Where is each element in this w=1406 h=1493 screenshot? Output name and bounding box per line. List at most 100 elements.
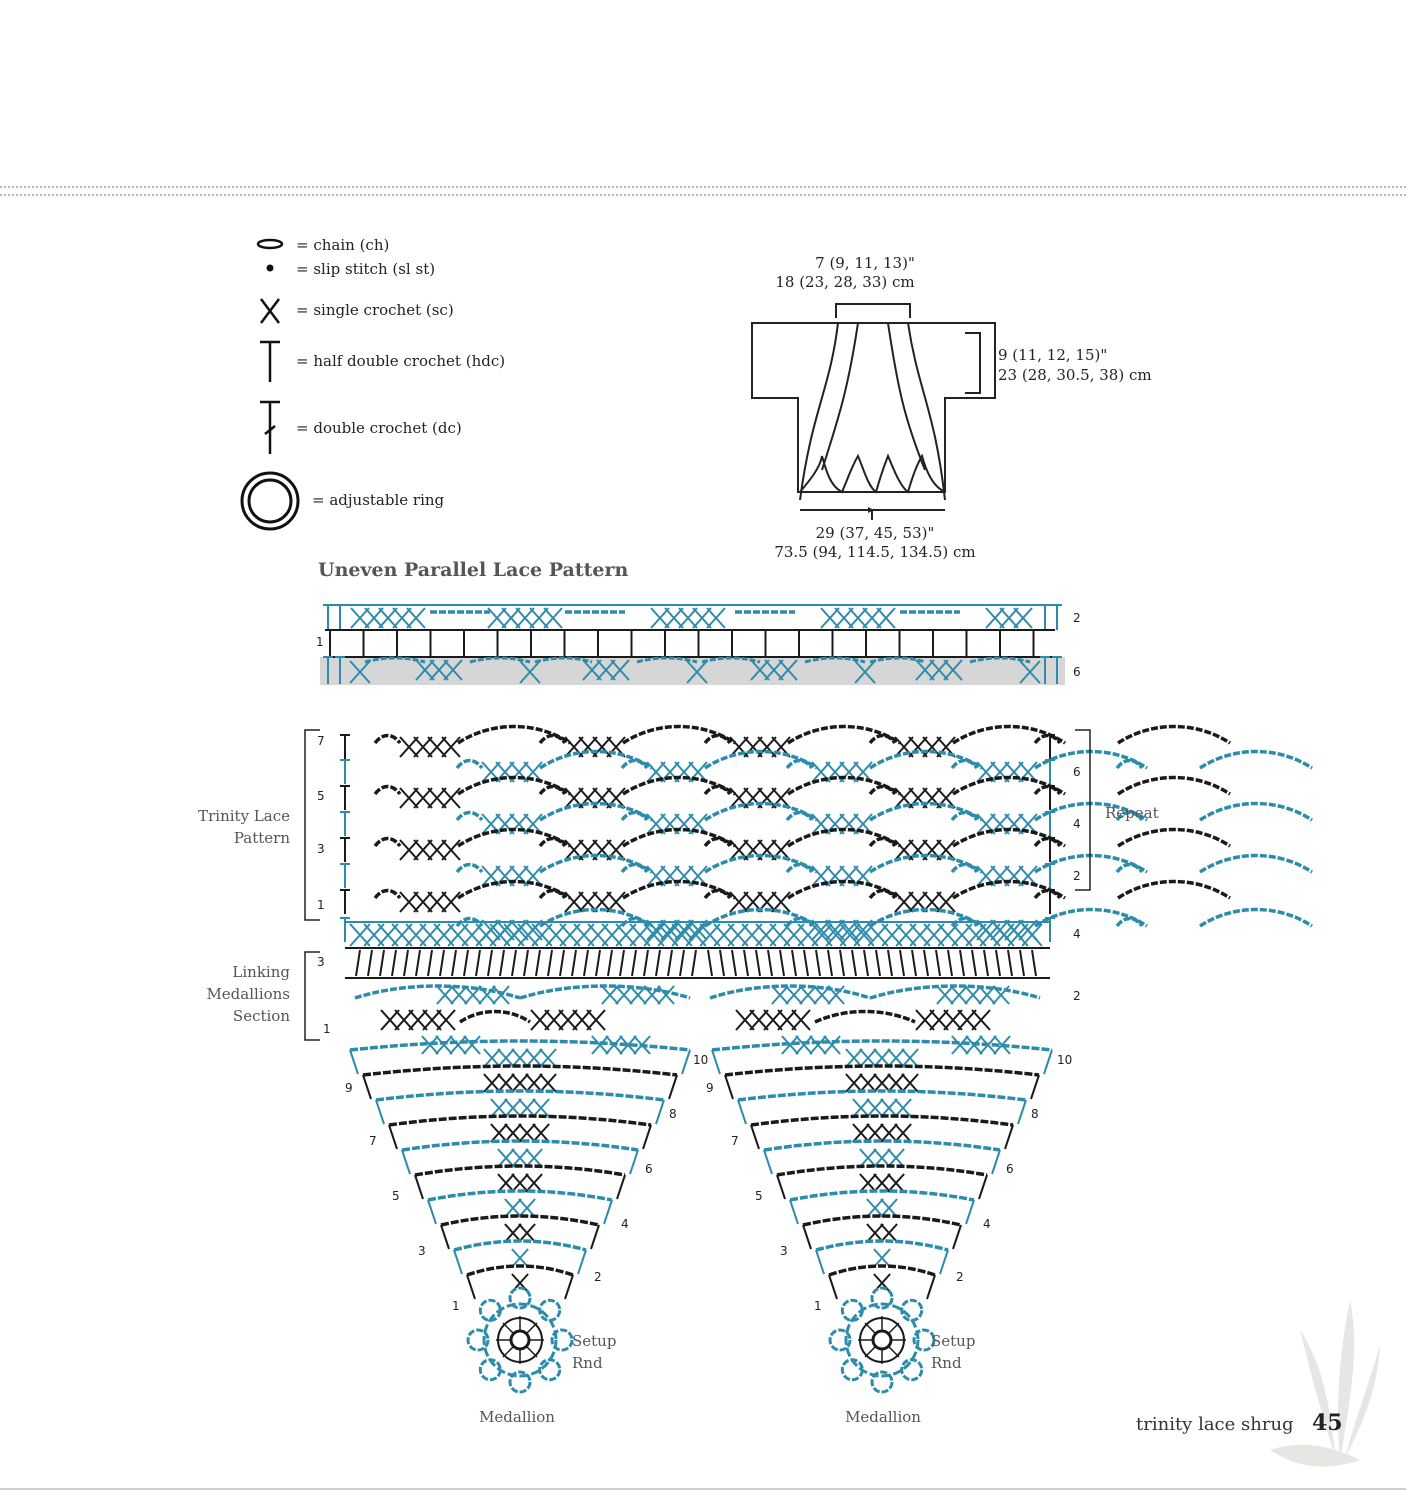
chain-arc — [455, 758, 484, 770]
medallion-row — [362, 1064, 678, 1077]
sc-stitch — [441, 736, 461, 758]
medallion-petal — [508, 1286, 532, 1310]
sc-stitch — [894, 1123, 912, 1143]
hdc-stitch — [887, 949, 893, 977]
sc-stitch — [845, 1073, 863, 1093]
chain-arc — [868, 836, 897, 848]
sc-stitch — [543, 607, 563, 629]
medallion-row — [466, 1264, 574, 1277]
hdc-stitch — [803, 949, 809, 977]
sc-stitch — [441, 839, 461, 861]
medallion-edge — [952, 1224, 962, 1250]
hdc-stitch — [475, 949, 481, 977]
sc-stitch — [518, 1123, 536, 1143]
medallion-row — [802, 1214, 962, 1227]
medallion-edge — [926, 1274, 936, 1300]
row-number: 7 — [369, 1134, 377, 1148]
sc-stitch — [436, 985, 454, 1005]
sc-stitch — [539, 1073, 557, 1093]
medallion-edge — [681, 1049, 691, 1075]
sc-stitch — [922, 736, 942, 758]
medallion-petal — [840, 1358, 864, 1382]
row-number: 1 — [452, 1299, 460, 1313]
sc-stitch — [929, 659, 949, 681]
sc-stitch — [591, 1035, 609, 1055]
sc-stitch — [427, 891, 447, 913]
sc-stitch — [999, 607, 1019, 629]
sc-stitch — [427, 736, 447, 758]
medallion-setup-ring — [844, 1302, 920, 1378]
sc-stitch — [859, 1173, 877, 1193]
hdc-stitch — [779, 949, 785, 977]
sc-stitch — [992, 985, 1010, 1005]
sc-stitch — [951, 1035, 969, 1055]
medallion-edge — [401, 1149, 411, 1175]
medallion-edge — [1043, 1049, 1053, 1075]
sc-stitch — [497, 1048, 515, 1068]
trinity-lace-label: Trinity Lace Pattern — [198, 807, 290, 847]
chain-arc — [950, 810, 979, 822]
sc-stitch — [504, 1098, 522, 1118]
sc-stitch — [887, 1048, 905, 1068]
chain-arc — [620, 758, 649, 770]
sc-stitch — [525, 1173, 543, 1193]
hdc-stitch — [911, 949, 917, 977]
sc-stitch — [511, 1048, 529, 1068]
medallion-row — [828, 1264, 936, 1277]
medallion-petal — [840, 1298, 864, 1322]
sc-stitch — [650, 607, 670, 629]
sc-stitch — [619, 1035, 637, 1055]
hdc-stitch — [1007, 949, 1013, 977]
medallion-petal — [538, 1298, 562, 1322]
sc-stitch — [771, 891, 791, 913]
medallion-row — [401, 1139, 639, 1152]
medallion-edge — [466, 1274, 476, 1300]
hdc-stitch — [547, 949, 553, 977]
sc-stitch — [664, 607, 684, 629]
sc-stitch — [785, 985, 803, 1005]
sc-stitch — [950, 985, 968, 1005]
sc-stitch — [876, 607, 896, 629]
hdc-stitch — [643, 949, 649, 977]
hdc-stitch — [983, 949, 989, 977]
running-footer-title: trinity lace shrug — [1136, 1414, 1294, 1435]
row-number: 10 — [1057, 1053, 1072, 1067]
sc-stitch — [686, 660, 708, 684]
sc-stitch — [449, 1035, 467, 1055]
sc-stitch — [380, 1009, 400, 1031]
hdc-stitch — [971, 949, 977, 977]
sc-stitch — [873, 1048, 891, 1068]
sc-stitch — [873, 1148, 891, 1168]
medallion-spoke — [526, 1322, 538, 1334]
hdc-stitch — [959, 949, 965, 977]
sc-stitch — [749, 1009, 769, 1031]
row-number: 1 — [814, 1299, 822, 1313]
medallion-row — [789, 1189, 975, 1202]
medallion-edge — [655, 1099, 665, 1125]
sc-stitch — [529, 607, 549, 629]
row-number: 7 — [731, 1134, 739, 1148]
sc-stitch — [504, 1223, 522, 1243]
medallion-row — [763, 1139, 1001, 1152]
sc-stitch — [490, 1098, 508, 1118]
sc-stitch — [866, 1098, 884, 1118]
sc-stitch — [564, 839, 584, 861]
sc-stitch — [1013, 607, 1033, 629]
sc-stitch — [771, 985, 789, 1005]
sc-stitch — [539, 1048, 557, 1068]
chain-arc — [1033, 888, 1062, 900]
medallion-petal — [478, 1358, 502, 1382]
sc-stitch — [399, 787, 419, 809]
hdc-stitch — [595, 949, 601, 977]
chain-arc — [455, 810, 484, 822]
medallion-edge — [750, 1124, 760, 1150]
sc-stitch — [735, 1009, 755, 1031]
hdc-stitch — [463, 949, 469, 977]
medallion-row — [375, 1089, 665, 1102]
chain-arc — [1199, 801, 1313, 822]
hdc-stitch — [851, 949, 857, 977]
sc-stitch — [483, 1048, 501, 1068]
medallion-row — [453, 1239, 587, 1252]
sc-stitch — [349, 660, 371, 684]
sc-stitch — [519, 660, 541, 684]
